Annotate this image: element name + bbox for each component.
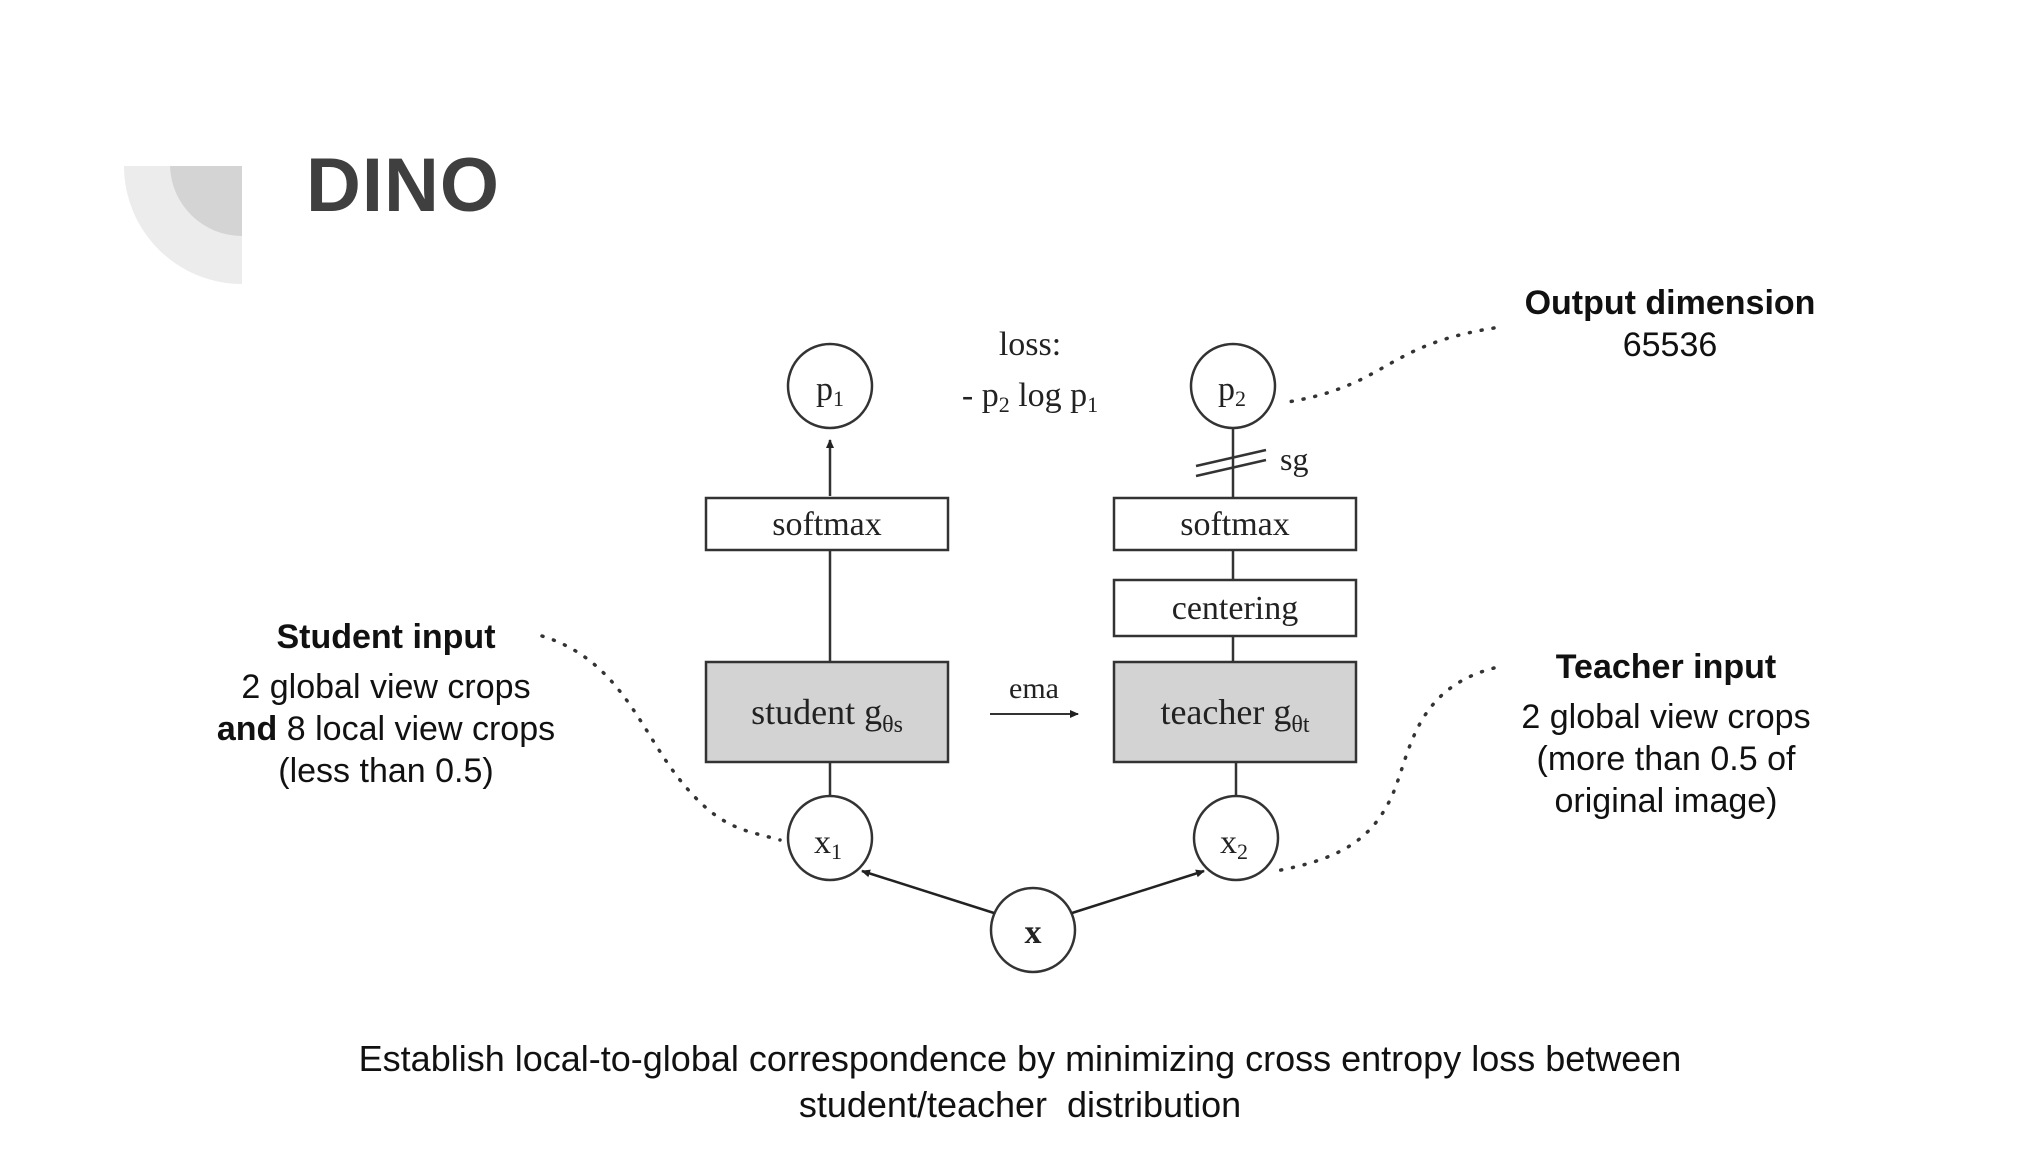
teacher-softmax-box bbox=[1112, 496, 1358, 552]
output-dimension-value: 65536 bbox=[1622, 326, 1718, 364]
source-image-node bbox=[989, 886, 1077, 974]
teacher-input-heading: Teacher input bbox=[1555, 648, 1777, 686]
slide-caption: Establish local-to-global correspondence… bbox=[220, 1036, 1820, 1128]
output-dimension-callout-line bbox=[1286, 326, 1496, 404]
teacher-centering-label: centering bbox=[1172, 590, 1299, 627]
source-image-label: x bbox=[1025, 914, 1042, 951]
student-input-node bbox=[786, 794, 874, 882]
teacher-network-label: teacher gθt bbox=[1160, 692, 1309, 738]
loss-formula: - p2 log p1 bbox=[962, 377, 1098, 417]
student-network-box bbox=[704, 660, 950, 764]
student-input-callout-line bbox=[540, 634, 782, 842]
teacher-input-line1: 2 global view crops bbox=[1521, 698, 1811, 736]
ema-label: ema bbox=[1009, 672, 1059, 705]
student-input-annotation: Student input 2 global view crops and 8 … bbox=[196, 616, 576, 792]
stop-gradient-mark-2 bbox=[1195, 458, 1267, 478]
caption-line1: Establish local-to-global correspondence… bbox=[358, 1038, 1682, 1079]
teacher-input-callout-line bbox=[1268, 666, 1496, 874]
stop-gradient-label: sg bbox=[1280, 441, 1308, 477]
student-input-line3: (less than 0.5) bbox=[278, 752, 494, 790]
page-title: DINO bbox=[306, 143, 500, 228]
student-softmax-box bbox=[704, 496, 950, 552]
teacher-output-label: p2 bbox=[1218, 371, 1246, 411]
student-output-node bbox=[786, 342, 874, 430]
teacher-softmax-label: softmax bbox=[1180, 506, 1290, 543]
teacher-input-node bbox=[1192, 794, 1280, 882]
student-output-label: p1 bbox=[816, 371, 844, 411]
corner-decoration-inner bbox=[170, 166, 242, 237]
source-to-student-arrow bbox=[861, 869, 995, 915]
teacher-network-box bbox=[1112, 660, 1358, 764]
stop-gradient-mark-1 bbox=[1195, 448, 1267, 468]
student-input-and: and bbox=[216, 710, 278, 748]
student-input-line1: 2 global view crops bbox=[241, 668, 531, 706]
student-input-heading: Student input bbox=[276, 618, 496, 656]
caption-line2: student/teacher distribution bbox=[798, 1084, 1242, 1125]
output-dimension-heading: Output dimension bbox=[1524, 284, 1816, 322]
corner-decoration bbox=[124, 166, 242, 284]
loss-label: loss: bbox=[999, 326, 1061, 363]
source-to-teacher-arrow bbox=[1071, 869, 1205, 915]
student-input-line2: and 8 local view crops bbox=[196, 708, 576, 750]
output-dimension-annotation: Output dimension 65536 bbox=[1480, 282, 1860, 366]
student-input-label: x1 bbox=[814, 824, 842, 864]
teacher-input-label: x2 bbox=[1220, 824, 1248, 864]
student-input-line2-rest: 8 local view crops bbox=[277, 710, 556, 748]
student-network-label: student gθs bbox=[751, 692, 903, 738]
teacher-input-line2: (more than 0.5 of bbox=[1536, 740, 1796, 778]
student-softmax-label: softmax bbox=[772, 506, 882, 543]
teacher-centering-box bbox=[1112, 578, 1358, 638]
teacher-input-annotation: Teacher input 2 global view crops (more … bbox=[1476, 646, 1856, 822]
teacher-input-line3: original image) bbox=[1554, 782, 1778, 820]
